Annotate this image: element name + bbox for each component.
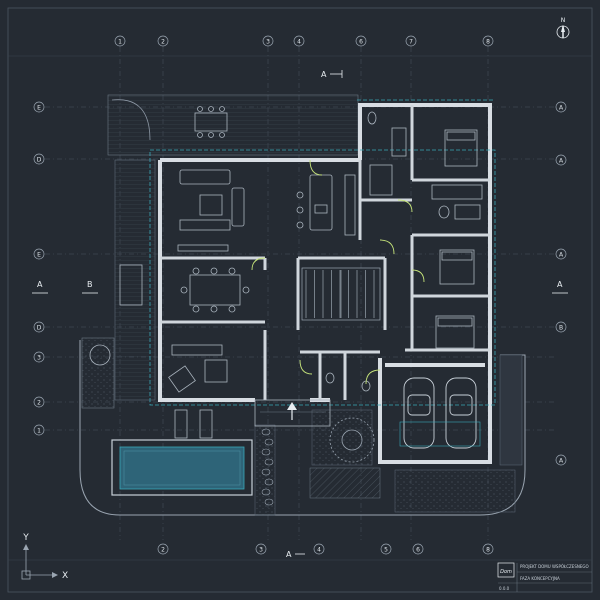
grid-bubble-top: 6 xyxy=(355,35,367,47)
outdoor-loungers xyxy=(89,264,213,439)
dining-table xyxy=(180,267,250,313)
bathroom-fixtures xyxy=(325,111,481,392)
grid-bubble-right: A xyxy=(555,454,567,466)
grid-bubble-bottom: 4 xyxy=(313,543,325,555)
grid-bubble-label: 4 xyxy=(297,38,301,45)
living-room-furniture xyxy=(177,169,245,252)
grid-bubble-left: E xyxy=(33,101,45,113)
grid-bubble-bottom: 6 xyxy=(412,543,424,555)
grid-bubble-label: A xyxy=(559,251,564,258)
grid-bubble-right: A xyxy=(555,248,567,260)
grid-bubble-left: 1 xyxy=(33,424,45,436)
grid-bubble-top: 8 xyxy=(482,35,494,47)
section-label: A xyxy=(286,550,292,559)
kitchen-island xyxy=(296,174,356,236)
grid-bubble-top: 2 xyxy=(157,35,169,47)
tree-symbol xyxy=(329,417,375,463)
x-axis-label: X xyxy=(62,571,68,581)
swimming-pool xyxy=(111,439,253,496)
site-outline xyxy=(79,94,526,516)
section-mark-right: A xyxy=(552,280,568,294)
grid-bubble-label: E xyxy=(37,251,41,258)
grid-bubble-bottom: 3 xyxy=(255,543,267,555)
study-furniture xyxy=(168,344,228,393)
exterior-walls xyxy=(158,103,492,464)
grid-bubble-left: E xyxy=(33,248,45,260)
staircase xyxy=(301,267,381,321)
y-axis-label: Y xyxy=(22,533,29,543)
grid-bubble-left: D xyxy=(33,153,45,165)
grid-bubble-label: 1 xyxy=(118,38,122,45)
section-label: A xyxy=(557,280,563,289)
bedroom-furniture xyxy=(431,129,483,349)
grid-bubble-label: A xyxy=(559,157,564,164)
grid-bubble-bottom: 2 xyxy=(157,543,169,555)
grid-bubble-label: 6 xyxy=(359,38,363,45)
grid-bubble-label: D xyxy=(37,156,42,163)
grid-bubble-label: 2 xyxy=(161,38,165,45)
north-label: N xyxy=(561,17,566,24)
section-mark-top: A xyxy=(321,70,343,79)
grid-bubble-label: 4 xyxy=(317,546,321,553)
grid-bubble-label: 2 xyxy=(161,546,165,553)
grid-bubble-right: A xyxy=(555,154,567,166)
grid-bubble-label: 3 xyxy=(266,38,270,45)
grid-bubble-label: E xyxy=(37,104,41,111)
grid-bubble-label: A xyxy=(559,457,564,464)
coordinate-axes xyxy=(21,544,58,580)
grid-bubble-top: 1 xyxy=(114,35,126,47)
grid-bubble-label: 3 xyxy=(259,546,263,553)
section-label: B xyxy=(87,280,93,289)
grid-bubble-label: 8 xyxy=(486,38,490,45)
main-entrance xyxy=(254,399,331,506)
section-mark-bottom: A xyxy=(286,550,305,559)
grid-bubble-label: 5 xyxy=(384,546,388,553)
grid-bubble-left: 3 xyxy=(33,351,45,363)
interior-walls xyxy=(160,105,490,400)
grid-bubble-top: 3 xyxy=(262,35,274,47)
grid-bubble-left: 2 xyxy=(33,396,45,408)
drawing-frame xyxy=(7,7,593,593)
grid-bubble-label: A xyxy=(559,104,564,111)
grid-bubble-label: B xyxy=(559,324,563,331)
grid-bubble-label: 1 xyxy=(37,427,41,434)
grid-bubble-bottom: 5 xyxy=(380,543,392,555)
grid-bubble-label: 6 xyxy=(416,546,420,553)
grid-bubble-label: 3 xyxy=(37,354,41,361)
grid-bubble-top: 4 xyxy=(293,35,305,47)
logo-text: Dom xyxy=(500,569,512,575)
title-block: Dom PROJEKT DOMU WSPÓŁCZESNEGO FAZA KONC… xyxy=(497,562,592,592)
grid-bubble-left: D xyxy=(33,321,45,333)
grid-bubble-label: 7 xyxy=(409,38,413,45)
section-label: A xyxy=(321,70,327,79)
section-label: A xyxy=(37,280,43,289)
grid-bubble-right: A xyxy=(555,101,567,113)
door-swings xyxy=(251,159,425,385)
grid-bubble-top: 7 xyxy=(405,35,417,47)
project-phase: FAZA KONCEPCYJNA xyxy=(520,576,560,581)
grid-bubble-label: 8 xyxy=(486,546,490,553)
sheet-number: 0.0.0 xyxy=(499,586,510,591)
grid-bubble-label: 2 xyxy=(37,399,41,406)
grid-bubble-bottom: 8 xyxy=(482,543,494,555)
grid-bubble-label: D xyxy=(37,324,42,331)
north-arrow: N xyxy=(556,17,570,39)
project-title: PROJEKT DOMU WSPÓŁCZESNEGO xyxy=(520,564,589,569)
garage-cars xyxy=(399,377,481,449)
section-mark-left: A B xyxy=(32,280,98,294)
grid-bubble-right: B xyxy=(555,321,567,333)
outdoor-dining xyxy=(194,106,228,138)
